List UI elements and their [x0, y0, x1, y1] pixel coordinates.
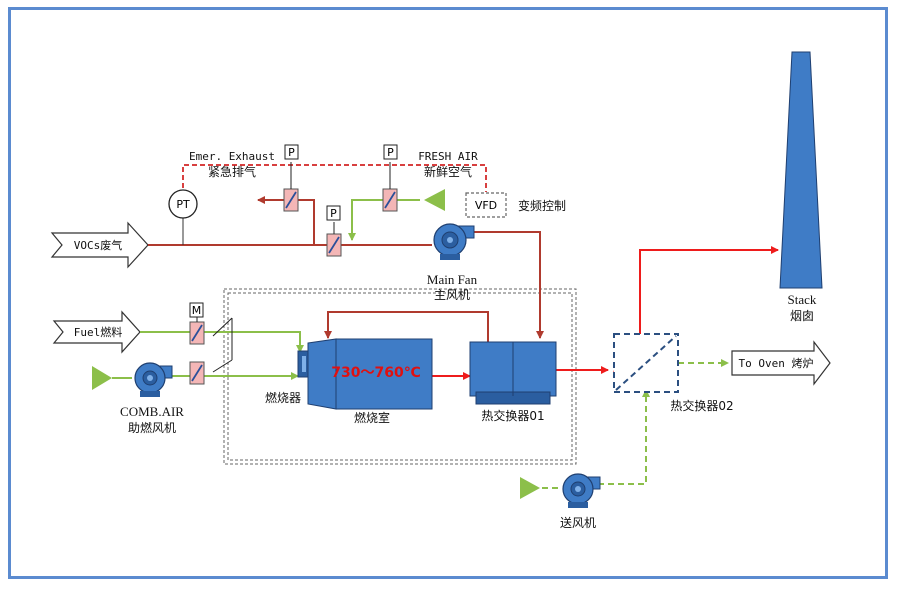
blower-source-icon [520, 477, 540, 499]
chamber-temperature: 730～760℃ [331, 365, 420, 381]
burner-label: 燃烧器 [265, 390, 301, 405]
heat-exchanger-01[interactable] [469, 341, 557, 405]
combustion-chamber[interactable]: 730～760℃ [307, 338, 433, 410]
to-oven-label: To Oven 烤炉 [739, 356, 814, 370]
stack-icon[interactable] [779, 51, 823, 289]
vocs-inlet-damper[interactable]: P [326, 205, 342, 257]
blower-label: 送风机 [560, 515, 596, 530]
chamber-label: 燃烧室 [354, 410, 390, 425]
main-fan-en-label: Main Fan [427, 272, 478, 287]
fresh-air-en-label: FRESH AIR [418, 150, 478, 163]
fuel-line [140, 331, 304, 353]
main-fan-icon[interactable] [433, 223, 475, 260]
linkage-line-1 [212, 317, 233, 337]
to-oven-outlet-arrow: To Oven 烤炉 [731, 340, 831, 386]
fuel-label: Fuel燃料 [74, 325, 123, 339]
linkage-line-3 [212, 359, 233, 373]
blower-to-hx2-line [598, 389, 650, 485]
comb-air-fan-icon[interactable] [134, 362, 173, 397]
comb-air-damper[interactable] [189, 361, 205, 385]
stack-en-label: Stack [788, 292, 817, 307]
comb-air-source-icon [92, 366, 112, 390]
emer-p-label: P [288, 146, 295, 159]
vfd-label: VFD [475, 199, 497, 212]
emer-exhaust-cn-label: 紧急排气 [208, 164, 256, 179]
comb-air-cn-label: 助燃风机 [128, 420, 176, 435]
comb-air-en-label: COMB.AIR [120, 404, 184, 419]
pressure-transmitter[interactable]: PT [168, 189, 198, 219]
vocs-p-label: P [330, 207, 337, 220]
main-fan-cn-label: 主风机 [434, 288, 470, 302]
fresh-p-label: P [387, 146, 394, 159]
burner-icon[interactable] [297, 350, 309, 378]
vfd-cn-label: 变频控制 [518, 198, 566, 213]
fresh-air-damper[interactable]: P [382, 144, 398, 212]
emergency-exhaust-damper[interactable]: P [283, 144, 299, 212]
pt-label: PT [176, 198, 190, 211]
blower-fan-icon[interactable] [562, 473, 601, 508]
vocs-label: VOCs废气 [74, 238, 123, 252]
hx1-label: 热交换器01 [481, 408, 544, 423]
hx2-label: 热交换器02 [670, 398, 733, 413]
oxidizer-enclosure-inner [227, 292, 573, 461]
fuel-m-label: M [192, 304, 202, 317]
heat-exchanger-02[interactable] [613, 333, 679, 393]
fresh-air-cn-label: 新鲜空气 [424, 164, 472, 179]
vfd-box[interactable]: VFD [465, 192, 507, 218]
control-signal-line [182, 164, 487, 192]
vocs-inlet-arrow: VOCs废气 [50, 221, 149, 269]
emer-exhaust-en-label: Emer. Exhaust [189, 150, 275, 163]
stack-cn-label: 烟囱 [790, 309, 814, 323]
fan-to-hx1-line [472, 231, 544, 339]
fuel-valve[interactable]: M [189, 302, 205, 345]
fuel-inlet-arrow: Fuel燃料 [52, 310, 141, 354]
fresh-air-source-icon [424, 189, 445, 211]
emergency-exhaust-line [257, 196, 315, 245]
